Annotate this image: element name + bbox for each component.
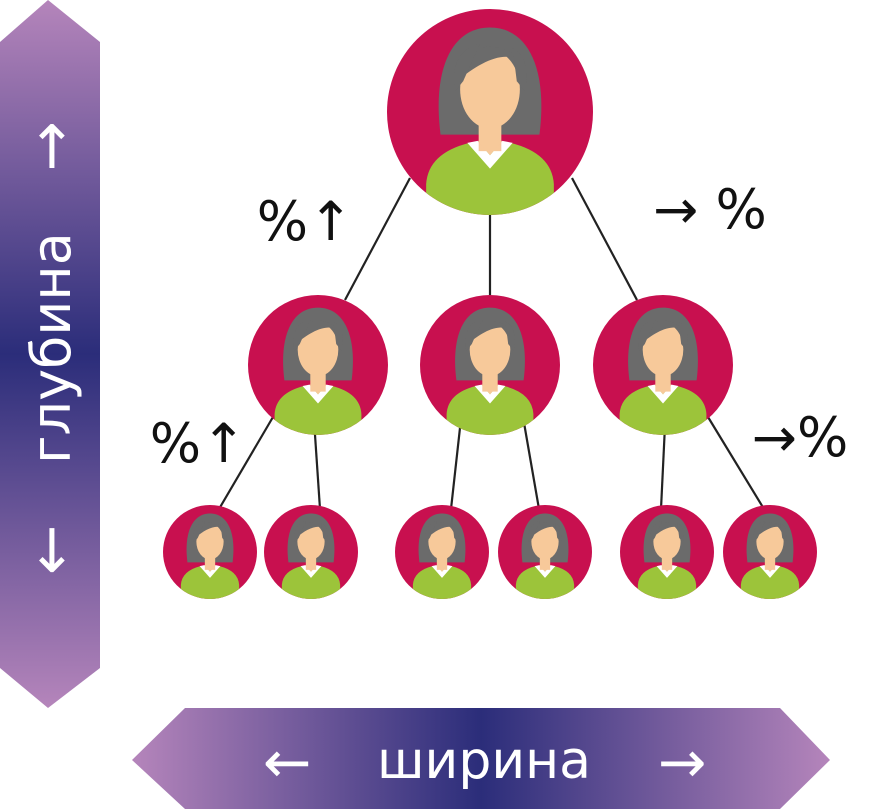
- person-level2-1: [163, 505, 257, 599]
- annotations: %↑ → % %↑ →%: [150, 178, 849, 475]
- depth-percent-level2: %↑: [150, 412, 247, 475]
- depth-axis: ↑ глубина ↓: [0, 0, 100, 708]
- connector-line: [449, 416, 463, 510]
- person-icon: [281, 513, 341, 599]
- person-level1-3: [593, 295, 733, 435]
- person-level2-2: [264, 505, 358, 599]
- width-percent-level2: →%: [752, 406, 849, 469]
- depth-arrow-down-icon: ↓: [27, 517, 77, 587]
- person-level1-2: [420, 295, 560, 435]
- width-axis: ← ширина →: [132, 708, 830, 809]
- depth-axis-band: [0, 0, 100, 708]
- connector-line: [521, 416, 541, 510]
- connector-line: [707, 416, 765, 510]
- person-icon: [619, 307, 707, 435]
- depth-percent-level1: %↑: [257, 190, 354, 253]
- person-icon: [637, 513, 697, 599]
- width-axis-label: ширина: [377, 731, 591, 791]
- width-axis-band: [132, 708, 830, 809]
- width-percent-level1: → %: [653, 178, 767, 241]
- person-icon: [412, 513, 472, 599]
- person-icon: [740, 513, 800, 599]
- person-icon: [180, 513, 240, 599]
- person-root: [387, 9, 593, 215]
- width-arrow-left-icon: ←: [263, 728, 312, 796]
- person-icon: [446, 307, 534, 435]
- connector-line: [344, 177, 411, 301]
- tree-nodes: [163, 9, 817, 599]
- person-level2-6: [723, 505, 817, 599]
- person-level2-5: [620, 505, 714, 599]
- person-level2-4: [498, 505, 592, 599]
- person-icon: [426, 27, 554, 215]
- connector-line: [218, 416, 274, 510]
- width-arrow-right-icon: →: [658, 728, 707, 796]
- person-icon: [515, 513, 575, 599]
- tree-connectors: [218, 177, 765, 510]
- depth-arrow-up-icon: ↑: [27, 113, 77, 183]
- person-level1-1: [248, 295, 388, 435]
- person-level2-3: [395, 505, 489, 599]
- depth-axis-label: глубина: [20, 232, 83, 464]
- person-icon: [274, 307, 362, 435]
- connector-line: [571, 177, 638, 301]
